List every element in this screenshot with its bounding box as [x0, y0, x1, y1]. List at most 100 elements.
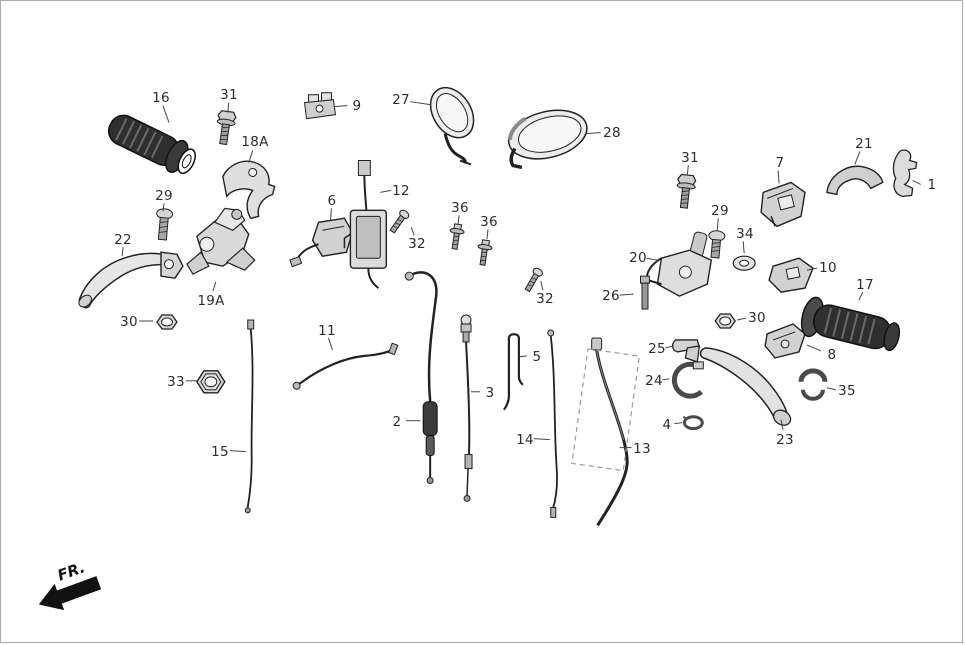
part-label-20: 20 [629, 250, 647, 266]
leader-line-21 [854, 151, 861, 165]
part-label-21: 21 [855, 136, 873, 152]
part-label-1: 1 [927, 177, 937, 193]
part-label-11: 11 [318, 323, 336, 339]
part-18A-lever-bracket [222, 160, 276, 220]
part-label-29: 29 [711, 203, 729, 219]
part-28-mirror [507, 109, 588, 170]
leader-line-16 [162, 105, 170, 123]
leader-line-8 [806, 344, 822, 352]
part-label-24: 24 [645, 373, 663, 389]
leader-line-30 [737, 317, 747, 321]
part-34-washer [732, 255, 756, 271]
leader-line-1 [912, 179, 921, 185]
part-32-screw-top [389, 209, 410, 234]
part-label-35: 35 [838, 383, 856, 399]
leader-line-23 [780, 419, 784, 430]
leader-line-12 [380, 189, 392, 193]
part-30-nut-left [156, 314, 178, 330]
part-15-cable [244, 319, 255, 514]
part-label-12: 12 [392, 183, 410, 199]
part-label-32: 32 [408, 236, 426, 252]
leader-line-24 [662, 378, 670, 381]
part-19A-lever-perch [186, 207, 256, 275]
leader-line-7 [777, 170, 780, 184]
part-label-36: 36 [451, 200, 469, 216]
leader-line-5 [518, 355, 527, 358]
part-10-switch [768, 257, 814, 293]
part-label-32: 32 [536, 291, 554, 307]
leader-line-18A [248, 150, 254, 163]
leader-line-4 [674, 422, 683, 425]
part-14-cable [547, 329, 558, 518]
part-4-clip-ring [682, 415, 704, 431]
part-label-28: 28 [603, 125, 621, 141]
part-label-15: 15 [211, 444, 229, 460]
leader-line-31 [227, 102, 230, 113]
part-24-clamp [671, 361, 704, 399]
part-label-29: 29 [155, 188, 173, 204]
leader-line-29 [716, 218, 719, 231]
fr-arrow-icon [38, 576, 102, 611]
leader-line-9 [333, 105, 348, 108]
part-label-22: 22 [114, 232, 132, 248]
part-label-16: 16 [152, 90, 170, 106]
leader-line-19A [212, 281, 217, 292]
part-label-5: 5 [532, 349, 542, 365]
leader-line-36 [486, 229, 489, 240]
part-label-23: 23 [776, 432, 794, 448]
part-label-34: 34 [736, 226, 754, 242]
part-label-26: 26 [602, 288, 620, 304]
leader-line-27 [410, 101, 431, 106]
leader-line-15 [229, 450, 246, 453]
part-30-nut-right [714, 313, 737, 329]
leader-line-26 [619, 293, 634, 296]
part-label-4: 4 [662, 417, 672, 433]
part-2-cable [404, 271, 438, 484]
part-36-screw-1 [449, 223, 465, 250]
leader-line-25 [665, 345, 674, 349]
part-label-27: 27 [392, 92, 410, 108]
leader-line-6 [329, 208, 332, 221]
part-label-6: 6 [327, 193, 337, 209]
leader-lines [121, 101, 921, 453]
part-label-3: 3 [485, 385, 495, 401]
leader-line-35 [826, 387, 837, 391]
part-17-right-grip [800, 296, 901, 352]
leader-line-14 [533, 438, 550, 441]
part-21-holder [826, 165, 884, 196]
leader-line-34 [742, 241, 745, 254]
part-22-brake-lever [78, 251, 184, 309]
part-29-screw-left [156, 208, 174, 241]
part-label-9: 9 [352, 98, 362, 114]
part-11-cable [292, 342, 399, 390]
part-16-left-grip [107, 114, 196, 175]
leader-line-28 [585, 132, 601, 135]
part-1-bracket [892, 149, 918, 198]
leader-line-11 [328, 337, 333, 351]
part-36-screw-2 [477, 239, 493, 266]
leader-line-17 [858, 291, 864, 301]
part-3-cable [460, 314, 473, 502]
part-23-lever-arm [684, 345, 792, 426]
part-9-bracket [303, 92, 337, 120]
leader-line-10 [806, 267, 818, 271]
leader-line-31 [686, 165, 689, 175]
part-label-7: 7 [775, 155, 785, 171]
part-8-switch [764, 323, 806, 359]
part-26-pin [640, 275, 650, 310]
part-label-8: 8 [827, 347, 837, 363]
leader-line-20 [646, 257, 658, 261]
part-31-flange-bolt-left [216, 110, 237, 146]
part-label-10: 10 [819, 260, 837, 276]
part-label-30: 30 [120, 314, 138, 330]
part-35-clamp [798, 368, 828, 401]
part-label-30: 30 [748, 310, 766, 326]
part-27-mirror [429, 86, 475, 166]
part-32-screw-mid [524, 267, 543, 293]
part-label-25: 25 [648, 341, 666, 357]
part-33-nut [196, 370, 226, 394]
leader-line-22 [121, 247, 124, 257]
